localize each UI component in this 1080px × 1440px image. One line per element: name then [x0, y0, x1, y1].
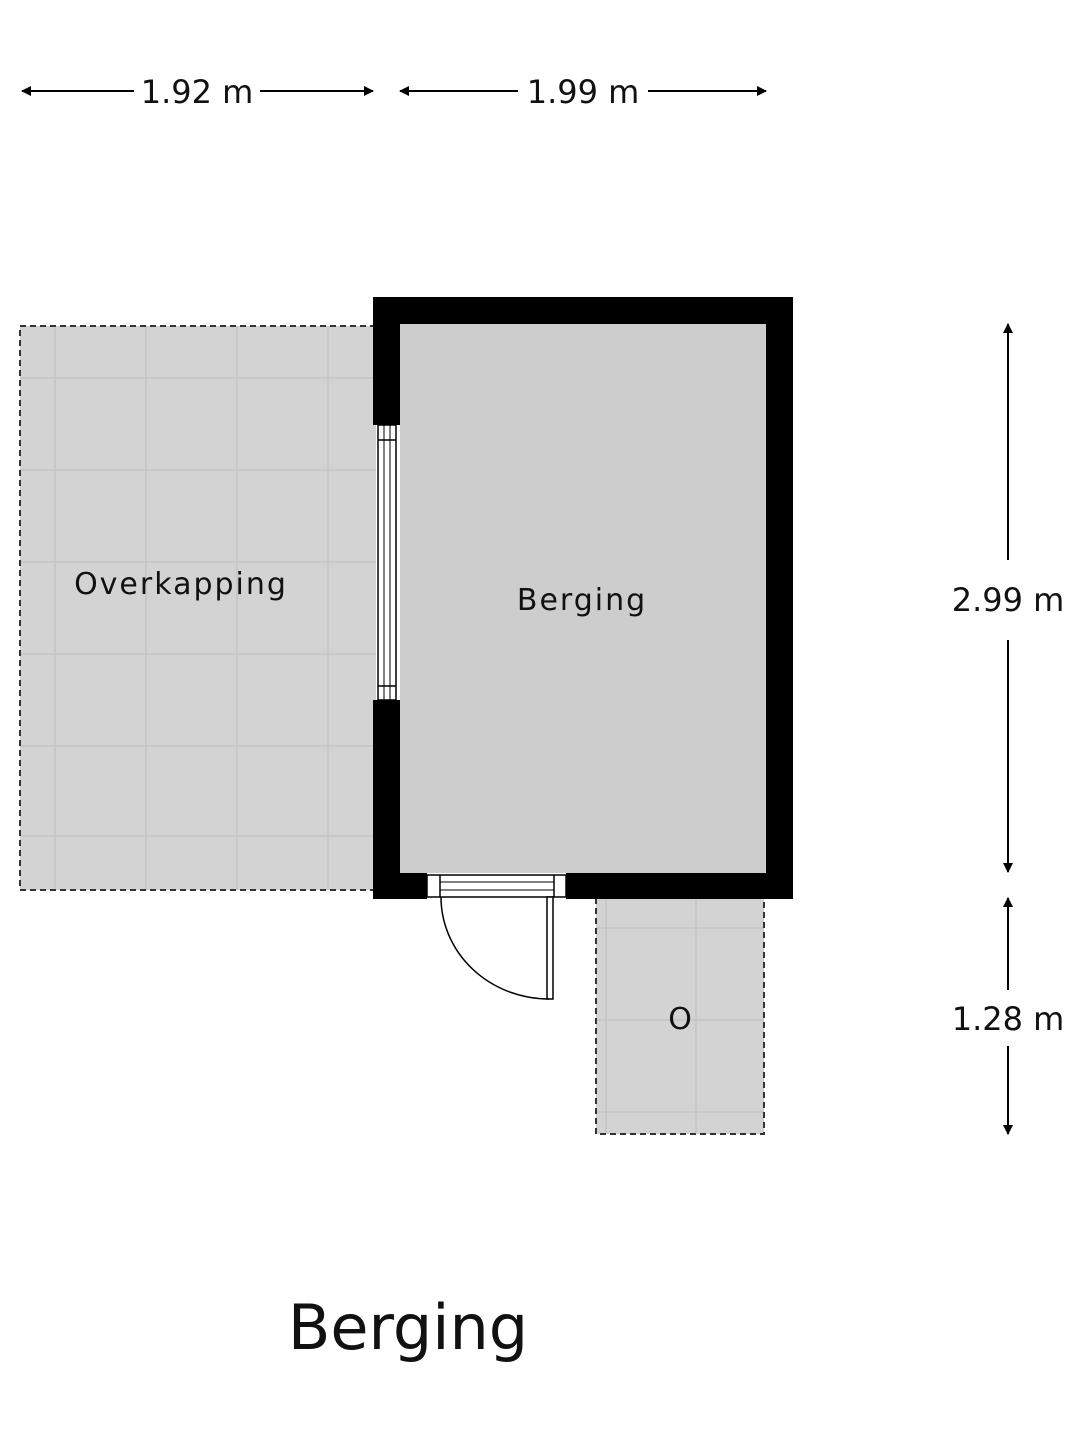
- o-area: [595, 898, 765, 1135]
- floor-title: Berging: [288, 1291, 528, 1364]
- wall-top: [373, 297, 793, 324]
- o-dashed-border: [595, 898, 765, 1135]
- wall-left-upper: [373, 297, 400, 425]
- room-label-o: O: [668, 1002, 694, 1037]
- wall-right: [766, 297, 793, 899]
- dimensions: [21, 86, 1013, 1135]
- door-threshold: [426, 874, 567, 898]
- dim-top-left-label: 1.92 m: [141, 73, 254, 111]
- door-swing-arc: [440, 896, 550, 1000]
- o-tiles: [596, 898, 764, 1134]
- wall-bottom-left: [373, 873, 427, 899]
- window-frame: [377, 424, 397, 701]
- room-label-berging: Berging: [517, 583, 647, 618]
- wall-left-lower: [373, 700, 400, 899]
- overkapping-area: [19, 325, 376, 891]
- window-left: [377, 424, 397, 701]
- wall-bottom-right: [566, 873, 793, 899]
- dim-top-right-label: 1.99 m: [527, 73, 640, 111]
- o-fill: [596, 898, 764, 1134]
- door-leaf: [546, 896, 554, 1000]
- berging-floor: [400, 323, 766, 873]
- overkapping-fill: [20, 326, 376, 890]
- room-label-overkapping: Overkapping: [74, 567, 288, 602]
- dim-right-upper-label: 2.99 m: [952, 581, 1065, 619]
- overkapping-tiles: [20, 326, 376, 890]
- door-bottom: [426, 874, 567, 1000]
- walls: [373, 297, 793, 899]
- dim-right-lower-label: 1.28 m: [952, 1000, 1065, 1038]
